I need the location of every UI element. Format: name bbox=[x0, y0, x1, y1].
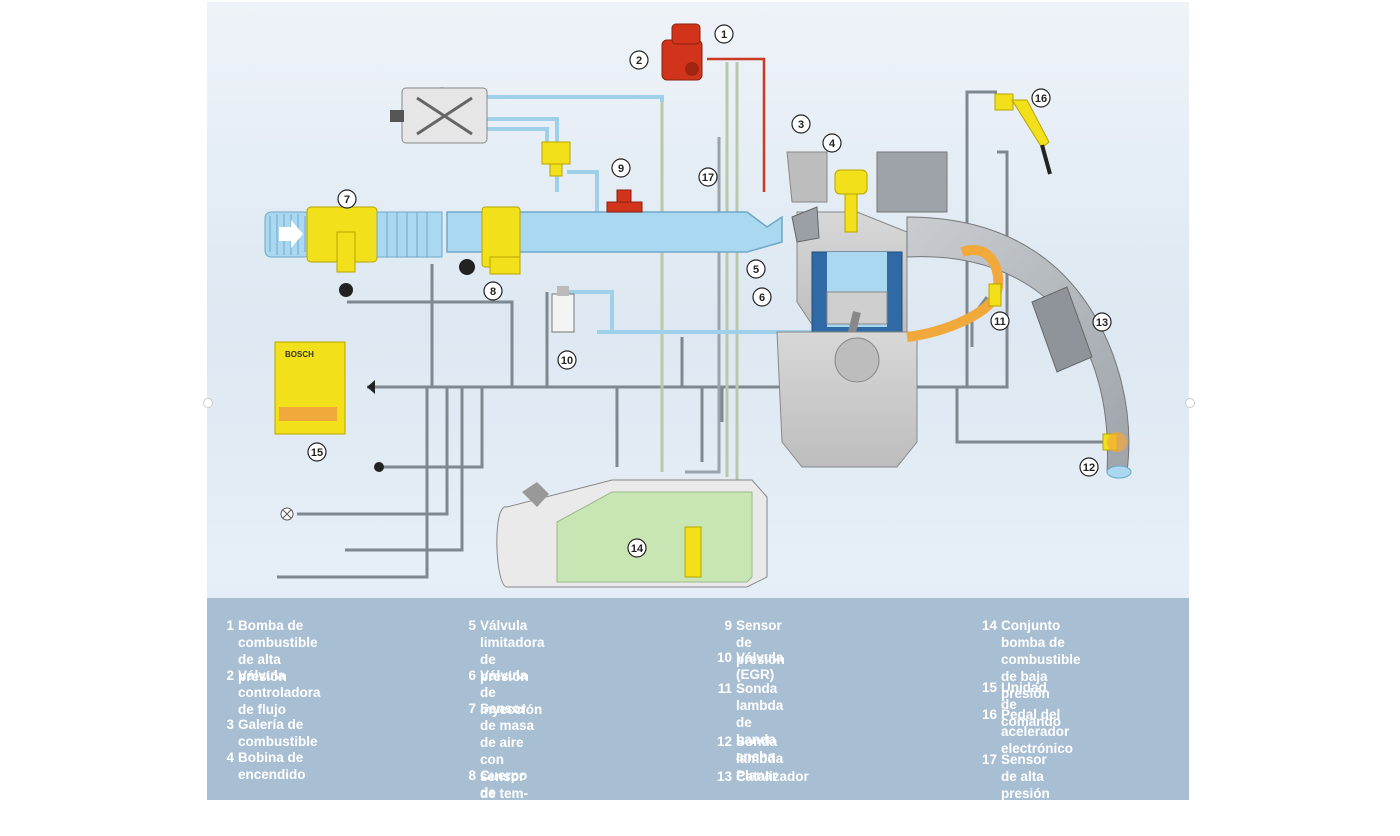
engine bbox=[776, 151, 948, 468]
ignition-coil bbox=[834, 169, 868, 233]
exhaust-pipe bbox=[906, 216, 1130, 473]
accelerator-pedal bbox=[994, 93, 1052, 175]
frame-corner-dot bbox=[1185, 398, 1195, 408]
canister-valve bbox=[390, 87, 571, 177]
callout-7: 7 bbox=[344, 194, 350, 206]
fuel-tank bbox=[496, 479, 768, 588]
intake-bellows-left bbox=[264, 211, 311, 258]
callout-4: 4 bbox=[829, 138, 836, 150]
fuel-lines bbox=[660, 62, 739, 487]
callout-15: 15 bbox=[311, 447, 323, 459]
high-pressure-pump bbox=[661, 23, 703, 81]
air-mass-sensor bbox=[306, 206, 378, 297]
egr-valve bbox=[551, 286, 575, 333]
callout-6: 6 bbox=[759, 292, 765, 304]
lambda-sensor-planar bbox=[1102, 432, 1127, 452]
callout-16: 16 bbox=[1035, 93, 1047, 105]
pressure-sensor bbox=[606, 189, 643, 213]
frame-corner-dot bbox=[203, 398, 213, 408]
callout-13: 13 bbox=[1096, 317, 1108, 329]
callout-12: 12 bbox=[1083, 462, 1095, 474]
callout-8: 8 bbox=[490, 286, 496, 298]
callout-1: 1 bbox=[721, 29, 727, 41]
callout-9: 9 bbox=[618, 163, 624, 175]
ecu-brand-label: BOSCH bbox=[285, 350, 314, 359]
callout-3: 3 bbox=[798, 119, 804, 131]
throttle-body bbox=[459, 206, 521, 275]
fuel-injection-diagram: BOSCH 1 2 3 4 5 6 7 bbox=[264, 23, 1132, 588]
intake-bellows-right bbox=[376, 211, 443, 258]
catalyst bbox=[1031, 286, 1093, 373]
callouts bbox=[307, 24, 1112, 558]
callout-10: 10 bbox=[561, 355, 573, 367]
exhaust-outlet bbox=[1106, 465, 1132, 479]
callout-11: 11 bbox=[994, 316, 1006, 328]
control-unit: BOSCH bbox=[274, 341, 375, 435]
injection-valve bbox=[791, 206, 820, 243]
lambda-sensor-wideband bbox=[988, 283, 1002, 307]
callout-5: 5 bbox=[753, 264, 759, 276]
callout-14: 14 bbox=[631, 543, 644, 555]
callout-17: 17 bbox=[702, 172, 714, 184]
callout-2: 2 bbox=[636, 55, 642, 67]
high-pressure-line bbox=[707, 57, 766, 192]
